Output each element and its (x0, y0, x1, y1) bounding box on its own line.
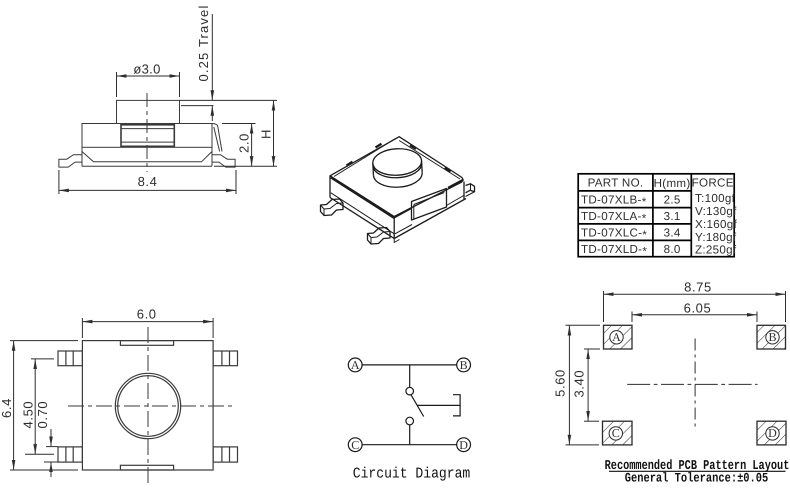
svg-text:FORCE: FORCE (692, 177, 734, 190)
svg-text:H(mm): H(mm) (654, 177, 691, 190)
svg-text:Z:250gf: Z:250gf (695, 244, 737, 257)
svg-text:V:130gf: V:130gf (695, 205, 737, 218)
svg-text:6.4: 6.4 (0, 398, 14, 418)
svg-text:2.0: 2.0 (237, 133, 252, 153)
svg-text:PART NO.: PART NO. (588, 177, 644, 190)
svg-text:A: A (351, 358, 360, 372)
svg-text:Circuit Diagram: Circuit Diagram (353, 466, 470, 483)
svg-text:T:100gf: T:100gf (695, 192, 736, 205)
svg-text:A: A (612, 330, 621, 344)
svg-text:5.60: 5.60 (553, 369, 568, 397)
svg-text:TD-07XLA-*: TD-07XLA-* (581, 210, 647, 225)
svg-text:H: H (259, 129, 274, 139)
svg-text:4.50: 4.50 (21, 401, 36, 429)
svg-text:8.75: 8.75 (684, 280, 712, 295)
svg-text:3.1: 3.1 (664, 210, 681, 223)
svg-text:6.0: 6.0 (137, 306, 157, 321)
svg-text:C: C (351, 438, 359, 452)
svg-text:C: C (612, 426, 620, 440)
svg-text:General Tolerance:±0.05: General Tolerance:±0.05 (625, 471, 769, 486)
svg-text:8.0: 8.0 (664, 243, 681, 256)
svg-text:Recommended PCB Pattern Layout: Recommended PCB Pattern Layout (605, 459, 790, 474)
svg-text:B: B (768, 330, 776, 344)
svg-text:3.4: 3.4 (664, 227, 681, 240)
svg-text:D: D (459, 438, 468, 452)
svg-text:0.70: 0.70 (35, 401, 50, 429)
svg-text:2.5: 2.5 (664, 194, 681, 207)
svg-text:ø3.0: ø3.0 (133, 62, 160, 77)
svg-text:3.40: 3.40 (572, 370, 587, 398)
svg-text:0.25 Travel: 0.25 Travel (196, 5, 211, 82)
svg-text:TD-07XLB-*: TD-07XLB-* (581, 194, 647, 209)
svg-text:B: B (460, 358, 468, 372)
svg-text:Y:180gf: Y:180gf (695, 231, 737, 244)
svg-text:6.05: 6.05 (684, 300, 712, 315)
svg-text:8.4: 8.4 (138, 174, 158, 189)
svg-text:X:160gf: X:160gf (695, 218, 738, 231)
svg-text:TD-07XLC-*: TD-07XLC-* (581, 227, 647, 242)
svg-text:TD-07XLD-*: TD-07XLD-* (581, 243, 647, 258)
svg-text:D: D (768, 426, 777, 440)
